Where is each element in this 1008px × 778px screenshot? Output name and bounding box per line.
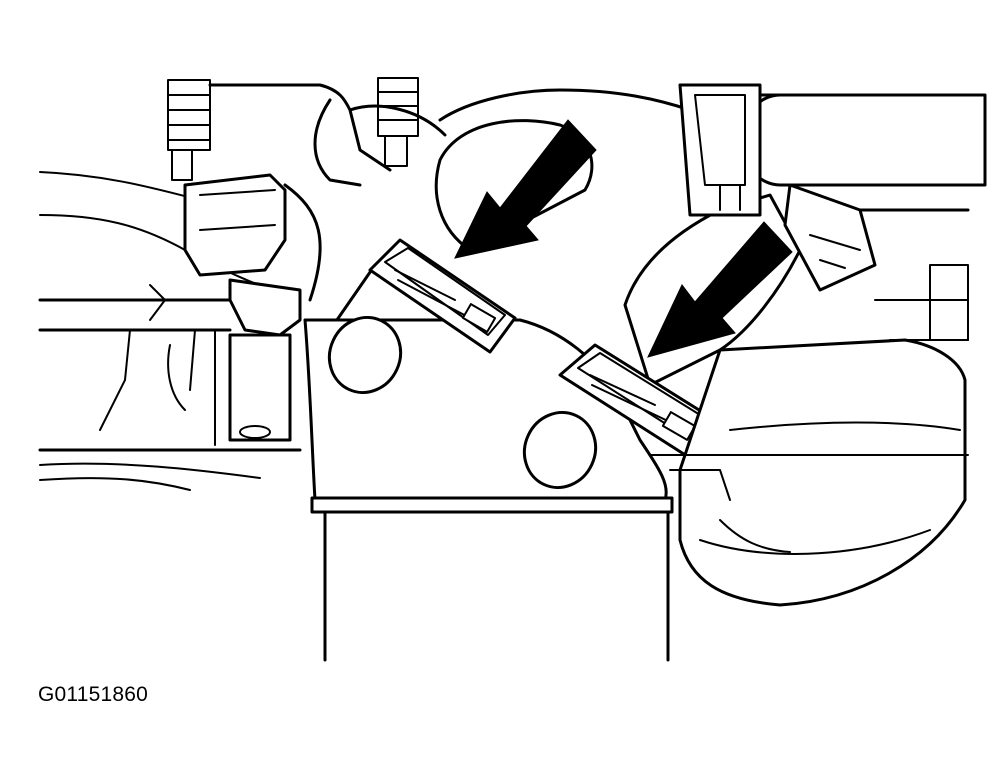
engine-background-left <box>38 171 302 491</box>
spark-plug-middle <box>377 77 419 167</box>
figure-code-label: G01151860 <box>38 683 149 706</box>
arrow-upper-left <box>454 119 597 259</box>
arrow-lower-right <box>647 221 793 358</box>
right-outlet <box>522 343 717 489</box>
left-outlet <box>327 238 517 394</box>
engine-background-right <box>649 264 969 607</box>
spark-plug-left <box>167 79 302 442</box>
indicator-arrows <box>454 119 793 358</box>
